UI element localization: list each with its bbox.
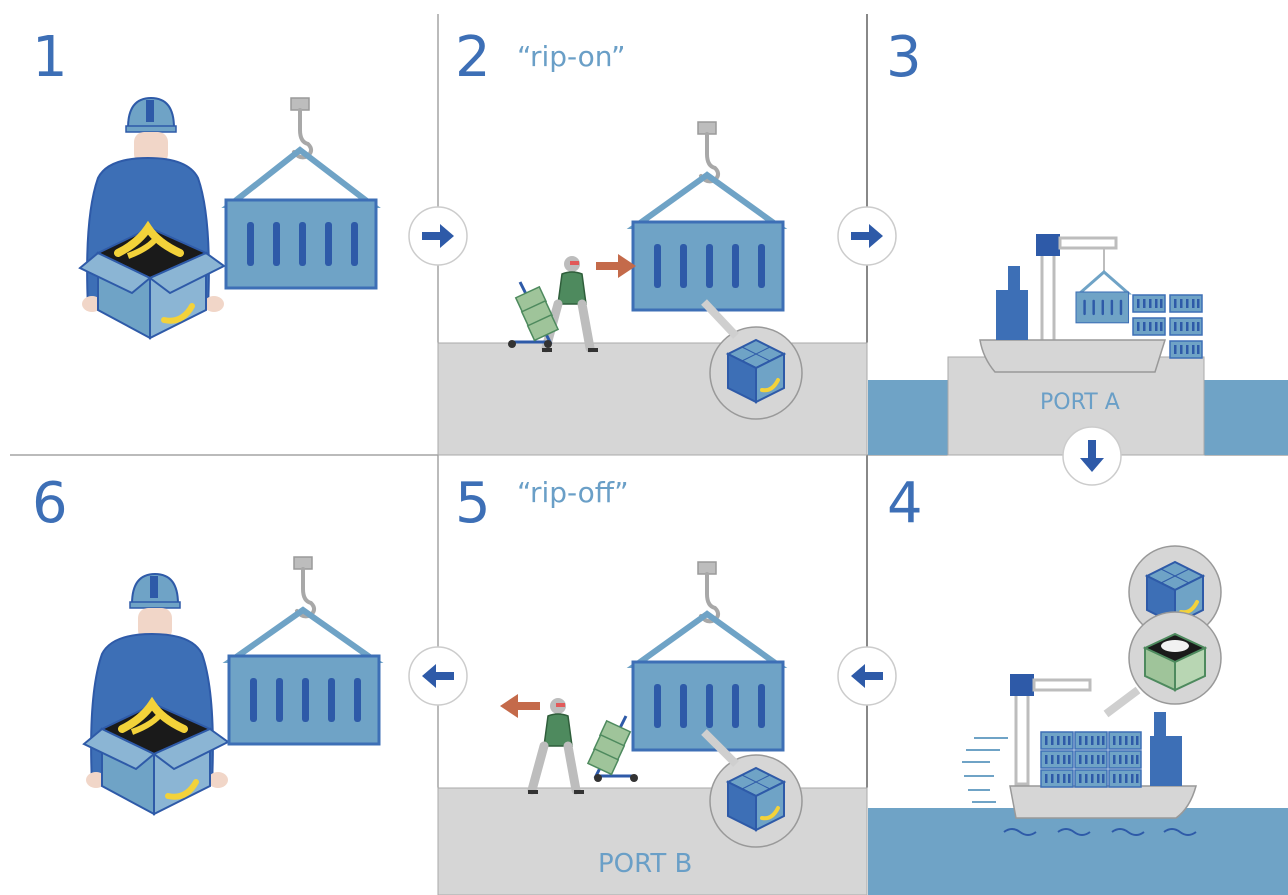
crane-cab (1010, 674, 1034, 696)
worker-icon (528, 698, 584, 792)
speed-lines (962, 738, 1008, 802)
hand-truck-icon (588, 716, 638, 782)
worker-icon (542, 256, 598, 350)
panel-5-number: 5 (455, 471, 491, 536)
worker-icon (80, 98, 224, 338)
panel-2-number: 2 (455, 25, 491, 90)
arrow-into-container (596, 254, 636, 278)
container-icon (226, 200, 376, 288)
container-stack (1041, 732, 1141, 787)
worker-icon (84, 574, 228, 814)
pointer-line (1106, 690, 1138, 714)
arrow-left-icon (409, 647, 467, 705)
panel-2-label: “rip-on” (517, 40, 626, 73)
banana-box-icon (728, 768, 784, 830)
arrow-out-of-container (500, 694, 540, 718)
ship-icon (1010, 786, 1196, 818)
ship-icon (980, 340, 1165, 372)
panel-3-number: 3 (886, 25, 922, 90)
container-icon (229, 656, 379, 744)
crane-jib (1034, 680, 1090, 690)
banana-box-icon (728, 340, 784, 402)
ship-bridge (996, 290, 1028, 340)
port-b-label: PORT B (598, 849, 692, 879)
port-a-label: PORT A (1040, 390, 1120, 415)
container-icon (1076, 292, 1129, 323)
container-sling (1080, 272, 1128, 293)
crane-cab (1036, 234, 1060, 256)
arrow-right-icon (409, 207, 467, 265)
quay-ground-2 (438, 343, 867, 455)
arrow-down-icon (1063, 427, 1121, 485)
panel-4-number: 4 (887, 471, 923, 536)
ship-funnel (1008, 266, 1020, 296)
ship-funnel (1154, 712, 1166, 742)
panel-1-number: 1 (32, 25, 68, 90)
container-icon (633, 222, 783, 310)
ship-bridge (1150, 736, 1182, 786)
arrow-right-icon (838, 207, 896, 265)
arrow-left-icon (838, 647, 896, 705)
crane-jib (1060, 238, 1116, 248)
crane-tower (1016, 694, 1028, 784)
panel-5-label: “rip-off” (517, 476, 629, 509)
panel-6-number: 6 (32, 471, 68, 536)
water-4 (868, 808, 1288, 895)
